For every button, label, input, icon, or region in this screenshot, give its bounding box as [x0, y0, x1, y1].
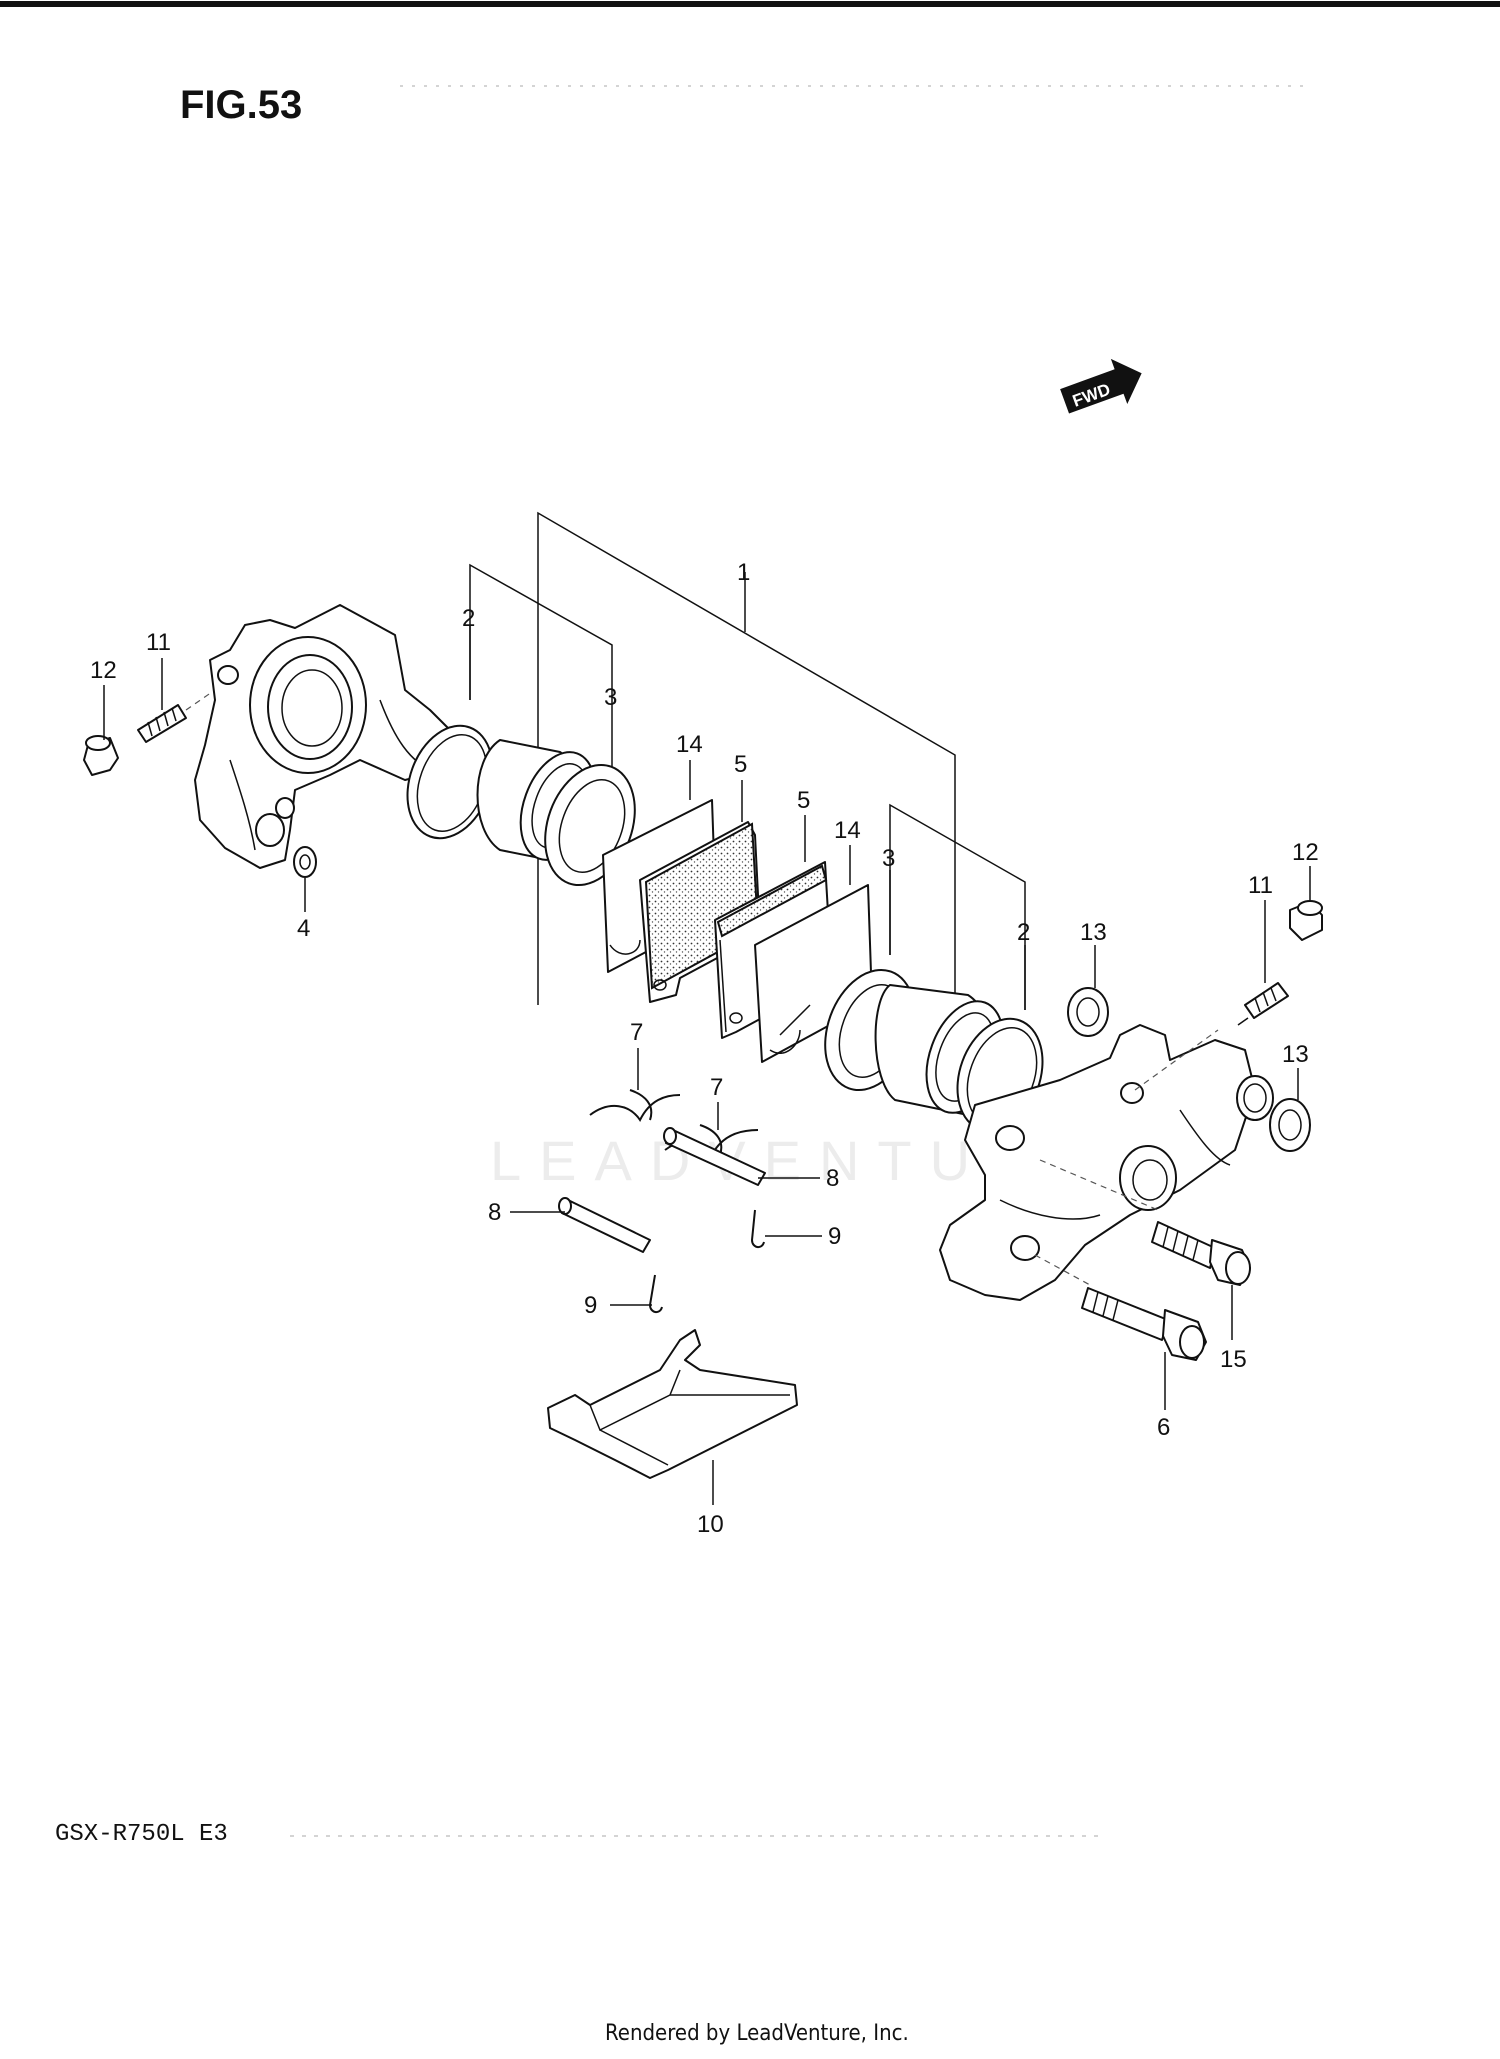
callout-10: 10	[697, 1511, 724, 1538]
callout-13-lower: 13	[1282, 1041, 1309, 1068]
washer-13-lower	[1269, 1098, 1311, 1152]
clip-9-upper	[750, 1209, 765, 1248]
right-bleeder-cap	[1289, 900, 1323, 941]
washer-13-upper	[1067, 987, 1109, 1037]
left-caliper-body	[194, 604, 456, 869]
figure-title: FIG.53	[180, 83, 302, 127]
callout-6: 6	[1157, 1414, 1170, 1441]
callout-8-left: 8	[488, 1199, 501, 1226]
left-bleeder-valve	[137, 691, 213, 743]
callout-5-right: 5	[797, 787, 810, 814]
callout-2-right: 2	[1017, 919, 1030, 946]
callout-3-right: 3	[882, 845, 895, 872]
callout-1: 1	[737, 559, 750, 586]
callout-9-left: 9	[584, 1292, 597, 1319]
pad-pin-8-upper	[663, 1127, 766, 1186]
callout-3-left: 3	[604, 684, 617, 711]
fwd-arrow-icon: FWD	[1060, 358, 1142, 414]
pad-spring-7-left	[589, 1089, 681, 1122]
leader-lines	[103, 658, 1311, 1505]
left-bleeder-cap	[83, 735, 119, 776]
left-brake-pad	[639, 821, 761, 1003]
model-code: GSX-R750L E3	[55, 1821, 228, 1848]
callout-7-right: 7	[710, 1074, 723, 1101]
callout-7-left: 7	[630, 1019, 643, 1046]
assembly-2-right-bracket	[889, 803, 1026, 1010]
callout-4: 4	[297, 915, 310, 942]
callout-9-right: 9	[828, 1223, 841, 1250]
bolt-15	[1039, 1159, 1251, 1286]
bolt-6	[1034, 1254, 1207, 1361]
pad-cover-10	[547, 1329, 798, 1479]
callout-11-right: 11	[1248, 872, 1273, 899]
callout-14-right: 14	[834, 817, 861, 844]
pad-pin-8-lower	[558, 1197, 651, 1253]
right-caliper-body	[939, 1024, 1274, 1301]
clip-9-lower	[648, 1274, 663, 1313]
callout-5-left: 5	[734, 751, 747, 778]
render-credit: Rendered by LeadVenture, Inc.	[605, 2021, 909, 2046]
callout-12-left: 12	[90, 657, 117, 684]
washer-4	[293, 846, 317, 878]
callout-15: 15	[1220, 1346, 1247, 1373]
callout-8-right: 8	[826, 1165, 839, 1192]
callout-13-upper: 13	[1080, 919, 1107, 946]
callout-11-left: 11	[146, 629, 171, 656]
callout-14-left: 14	[676, 731, 703, 758]
callout-numbers: 1 2 3 14 5 5 14 3 2 11 12 4 13 11 12 13 …	[90, 559, 1319, 1538]
right-bleeder-valve	[1237, 982, 1289, 1026]
assembly-2-left-bracket	[469, 563, 613, 800]
callout-12-right: 12	[1292, 839, 1319, 866]
callout-2-left: 2	[462, 605, 475, 632]
